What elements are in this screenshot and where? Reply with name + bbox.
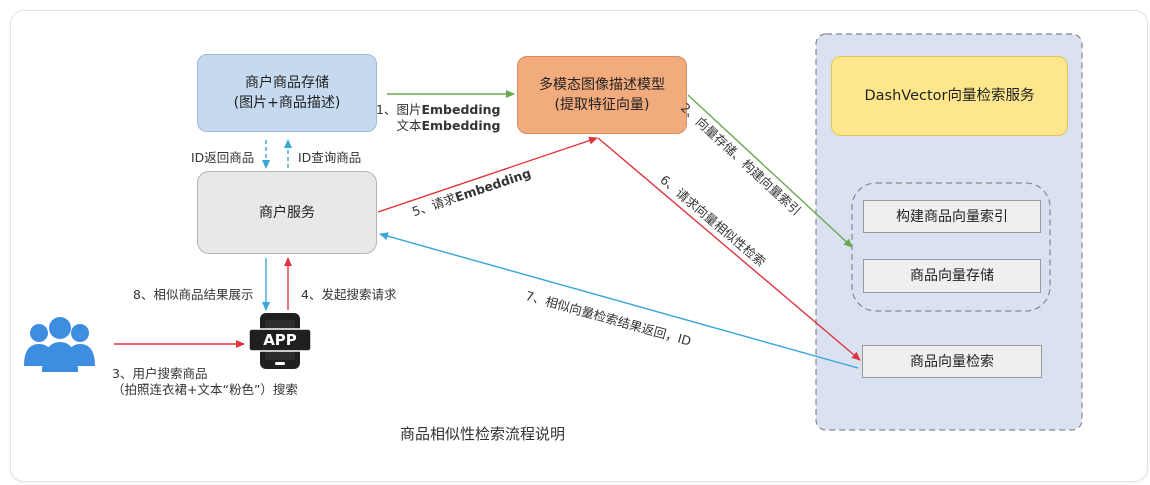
model-title: 多模态图像描述模型	[539, 77, 665, 93]
label-step3: 3、用户搜索商品 （拍照连衣裙+文本“粉色”）搜索	[112, 366, 298, 397]
label-id-query: ID查询商品	[298, 150, 362, 165]
arrow-step2	[687, 94, 853, 248]
build-index-label: 构建商品向量索引	[896, 208, 1008, 225]
merchant-storage-box[interactable]: 商户商品存储 (图片+商品描述)	[197, 54, 377, 132]
merchant-service-box[interactable]: 商户服务	[197, 171, 377, 254]
vector-search-box[interactable]: 商品向量检索	[862, 345, 1042, 378]
build-index-box[interactable]: 构建商品向量索引	[863, 200, 1041, 233]
label-step1: 1、图片Embedding 文本Embedding	[376, 102, 501, 133]
merchant-service-label: 商户服务	[259, 204, 315, 221]
model-subtitle: (提取特征向量)	[554, 97, 650, 113]
arrow-step6	[597, 137, 861, 361]
storage-subtitle: (图片+商品描述)	[233, 95, 341, 111]
vector-storage-label: 商品向量存储	[910, 268, 994, 284]
app-phone-icon	[248, 313, 312, 369]
storage-title: 商户商品存储	[245, 75, 329, 91]
dashvector-service-label: DashVector向量检索服务	[864, 88, 1035, 104]
label-step4: 4、发起搜索请求	[301, 287, 397, 302]
multimodal-model-box[interactable]: 多模态图像描述模型 (提取特征向量)	[517, 56, 687, 134]
label-id-return: ID返回商品	[191, 150, 255, 165]
arrow-step7	[379, 232, 859, 369]
vector-search-label: 商品向量检索	[910, 353, 994, 370]
arrow-step5	[377, 136, 598, 213]
app-label: APP	[263, 331, 297, 349]
users-icon	[24, 317, 95, 372]
label-step8: 8、相似商品结果展示	[133, 287, 254, 302]
dashvector-service-box[interactable]: DashVector向量检索服务	[831, 56, 1068, 136]
vector-storage-box[interactable]: 商品向量存储	[863, 259, 1041, 293]
diagram-caption: 商品相似性检索流程说明	[400, 425, 566, 443]
